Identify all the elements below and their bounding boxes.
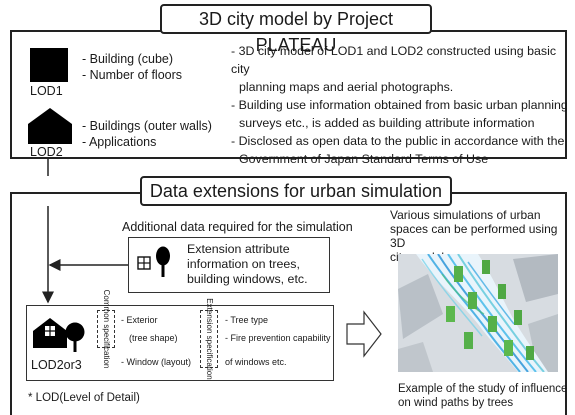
desc-line: Government of Japan Standard Terms of Us… — [239, 152, 489, 166]
simulation-title: Data extensions for urban simulation — [140, 176, 452, 206]
plateau-title: 3D city model by Project PLATEAU — [160, 4, 432, 55]
house-icon — [28, 108, 72, 144]
lod2-feature: - Buildings (outer walls) — [82, 119, 212, 133]
extension-line: Extension attribute — [187, 242, 290, 256]
exterior-item: - Exterior — [121, 315, 158, 325]
window-icon — [45, 326, 55, 336]
caption-line: on wind paths by trees — [398, 397, 514, 409]
extension-text: Extension attribute information on trees… — [187, 242, 308, 287]
lod1-feature: - Number of floors — [82, 68, 183, 82]
wind-simulation-image — [398, 254, 558, 372]
sim-line: Various simulations of urban — [390, 208, 541, 222]
tree-attribute-list: - Tree type - Fire prevention capability… — [225, 314, 331, 368]
window-icon — [137, 256, 151, 270]
exterior-item: (tree shape) — [129, 333, 178, 343]
extension-line: building windows, etc. — [187, 272, 308, 286]
desc-line: planning maps and aerial photographs. — [239, 80, 454, 94]
simulation-caption: Example of the study of influence on win… — [398, 382, 567, 410]
desc-line: - Disclosed as open data to the public i… — [231, 134, 565, 148]
exterior-item: - Window (layout) — [121, 357, 192, 367]
lod2-features: - Buildings (outer walls) - Applications — [82, 118, 212, 150]
extension-spec-box: Extension specification — [200, 298, 218, 380]
common-spec-box: Common specification — [97, 290, 115, 368]
tree-icon — [156, 246, 170, 277]
desc-line: - 3D city model of LOD1 and LOD2 constru… — [231, 44, 557, 76]
cube-icon — [30, 48, 68, 82]
tree-attribute-item: of windows etc. — [225, 357, 287, 367]
lod2-label: LOD2 — [30, 145, 63, 159]
extension-line: information on trees, — [187, 257, 300, 271]
lod23-box: LOD2or3 Common specification - Exterior … — [26, 290, 334, 381]
exterior-list: - Exterior (tree shape) - Window (layout… — [121, 314, 191, 368]
caption-line: Example of the study of influence — [398, 383, 568, 395]
extension-attribute-box: Extension attribute information on trees… — [128, 237, 330, 293]
lod1-label: LOD1 — [30, 84, 63, 98]
tree-with-window-icon — [65, 322, 85, 352]
tree-attribute-item: - Fire prevention capability — [225, 333, 331, 343]
tree-attribute-item: - Tree type — [225, 315, 269, 325]
lod-note: * LOD(Level of Detail) — [28, 392, 140, 404]
right-arrow-icon — [346, 310, 382, 358]
wind-simulation-render — [398, 254, 558, 372]
lod23-label: LOD2or3 — [31, 358, 82, 372]
lod1-feature: - Building (cube) — [82, 52, 174, 66]
lod1-features: - Building (cube) - Number of floors — [82, 51, 182, 83]
lod2-feature: - Applications — [82, 135, 157, 149]
common-spec-label: Common specification — [102, 289, 111, 369]
desc-line: surveys etc., is added as building attri… — [239, 116, 535, 130]
desc-line: - Building use information obtained from… — [231, 98, 568, 112]
plateau-description: - 3D city model of LOD1 and LOD2 constru… — [231, 42, 575, 168]
extension-spec-label: Extension specification — [205, 298, 214, 380]
sim-line: spaces can be performed using 3D — [390, 222, 558, 250]
additional-data-label: Additional data required for the simulat… — [122, 220, 353, 234]
